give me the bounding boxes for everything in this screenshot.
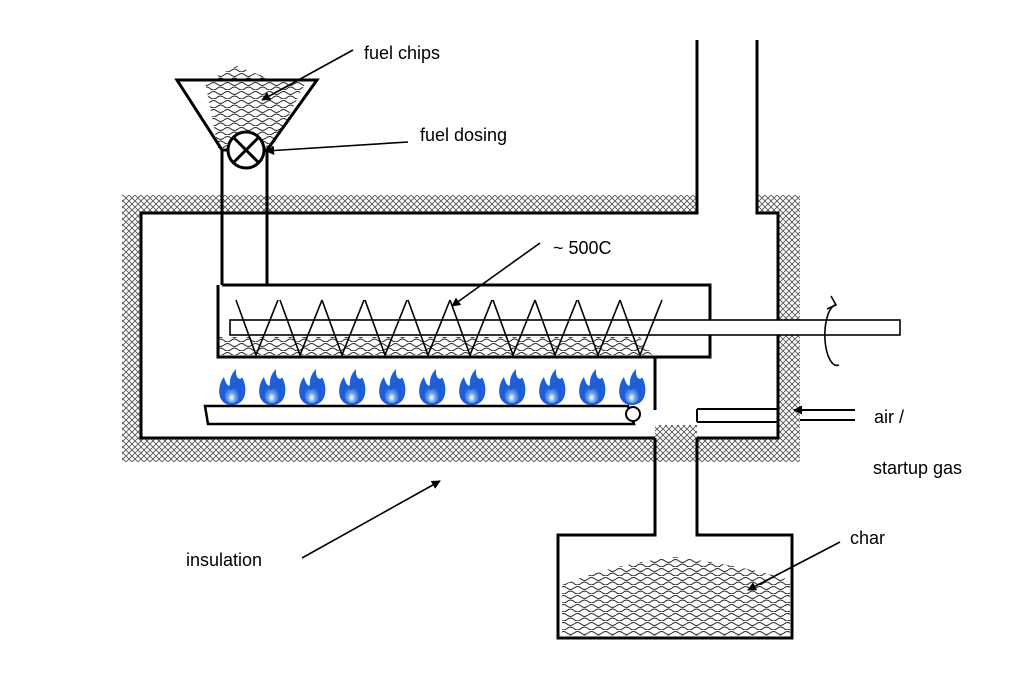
temperature-pointer bbox=[451, 242, 541, 307]
auger-flight bbox=[492, 299, 536, 358]
temperature-label: ~ 500C bbox=[553, 238, 612, 258]
auger-flight bbox=[577, 299, 621, 358]
rotation-icon bbox=[824, 295, 840, 367]
valve-icon bbox=[226, 130, 266, 170]
gas-nozzle bbox=[625, 406, 641, 422]
callout-arrows bbox=[261, 49, 841, 591]
auger-flight bbox=[364, 299, 408, 358]
auger-flight bbox=[321, 299, 365, 358]
flame-icon bbox=[619, 369, 646, 405]
auger-flight bbox=[235, 299, 279, 358]
flame-icon bbox=[579, 369, 606, 405]
flame-icon bbox=[459, 369, 486, 405]
insulation-label: insulation bbox=[186, 550, 262, 570]
auger-flights bbox=[235, 299, 663, 358]
auger-flight bbox=[407, 299, 451, 358]
char-pointer bbox=[747, 541, 841, 591]
feed-tube bbox=[220, 150, 269, 285]
fuel-dosing-label: fuel dosing bbox=[420, 125, 507, 145]
fuel-chips-label: fuel chips bbox=[364, 43, 440, 63]
flame-icon bbox=[499, 369, 526, 405]
char-label: char bbox=[850, 528, 885, 548]
flame-icon bbox=[339, 369, 366, 405]
auger-screw bbox=[229, 299, 901, 358]
char-collector bbox=[556, 438, 794, 640]
auger-flight bbox=[449, 299, 493, 358]
auger-flight bbox=[534, 299, 578, 358]
flame-icon bbox=[419, 369, 446, 405]
fuel-chips-pointer bbox=[261, 49, 354, 101]
labels: fuel chips fuel dosing ~ 500C air / star… bbox=[186, 43, 962, 570]
burner-flames bbox=[219, 369, 646, 405]
flame-icon bbox=[379, 369, 406, 405]
air-label: air / bbox=[874, 407, 904, 427]
fuel-dosing-pointer bbox=[265, 141, 409, 155]
auger-flight bbox=[619, 299, 663, 358]
flame-icon bbox=[539, 369, 566, 405]
startup-gas-label: startup gas bbox=[873, 458, 962, 478]
flame-icon bbox=[219, 369, 246, 405]
flame-icon bbox=[259, 369, 286, 405]
auger-flight bbox=[279, 299, 323, 358]
flame-icon bbox=[299, 369, 326, 405]
air-inlet-pipe bbox=[696, 405, 855, 423]
outer-shell bbox=[139, 40, 780, 440]
reactor-chamber bbox=[216, 283, 712, 410]
insulation-pointer bbox=[301, 480, 441, 559]
burner bbox=[203, 369, 646, 426]
